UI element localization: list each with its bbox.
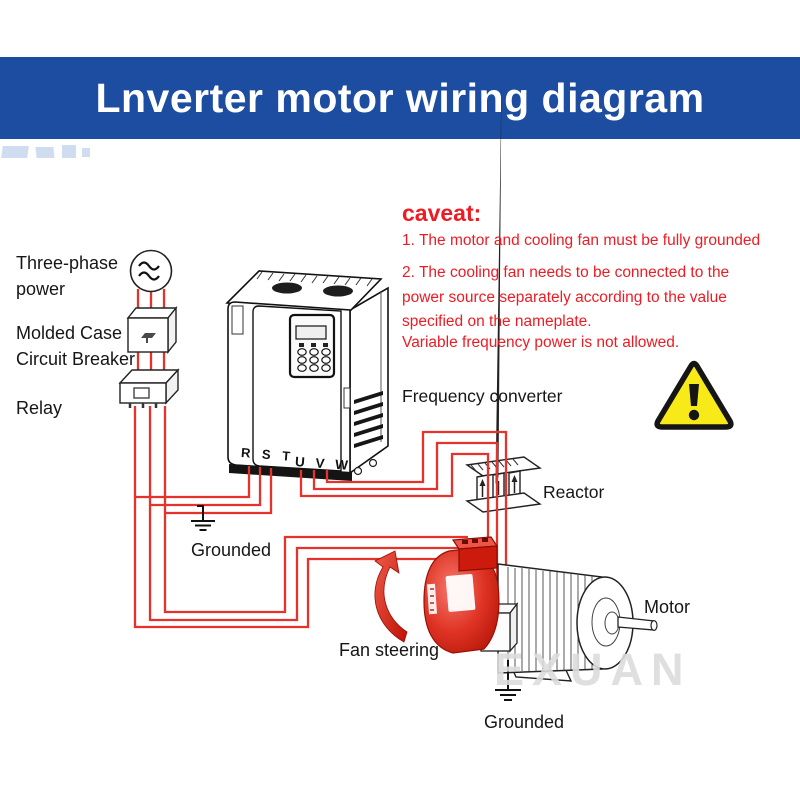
caveat-line-5: Variable frequency power is not allowed. — [402, 334, 680, 351]
cooling-fan-drawing — [423, 536, 500, 654]
page-title: Lnverter motor wiring diagram — [95, 74, 705, 121]
warning-icon — [654, 360, 734, 430]
keypad-panel — [288, 313, 336, 379]
caveat-line-2: 2. The cooling fan needs to be connected… — [402, 264, 730, 281]
caveat-line-4: specified on the nameplate. — [402, 313, 592, 330]
frequency-converter-drawing — [225, 270, 389, 481]
ground-icon-left — [191, 505, 215, 531]
label-circuit-breaker: Molded Case Circuit Breaker — [16, 323, 136, 369]
label-grounded-right: Grounded — [484, 712, 565, 732]
relay-output-wires — [133, 406, 470, 629]
label-three-phase-power: Three-phase power — [16, 253, 119, 299]
rotation-arrow-icon — [374, 550, 408, 643]
output-motor-wires — [299, 430, 508, 606]
label-grounded-left: Grounded — [191, 540, 272, 560]
ground-icon-right — [495, 660, 521, 701]
caveat-line-3: power source separately according to the… — [402, 289, 727, 306]
circuit-breaker-drawing — [126, 306, 178, 354]
title-banner: Lnverter motor wiring diagram — [0, 57, 800, 139]
label-frequency-converter: Frequency converter — [402, 386, 563, 406]
caveat-heading: caveat: — [402, 200, 482, 226]
three-phase-source-icon — [129, 249, 173, 293]
label-reactor: Reactor — [543, 482, 605, 502]
caveat-line-1: 1. The motor and cooling fan must be ful… — [402, 232, 761, 249]
relay-drawing — [118, 368, 180, 408]
watermark-text: EXUAN — [494, 644, 692, 695]
motor-drawing — [497, 563, 658, 682]
label-fan-steering: Fan steering — [339, 640, 440, 660]
fan-terminal-box — [451, 536, 499, 572]
label-relay: Relay — [16, 398, 63, 418]
label-motor: Motor — [644, 597, 691, 617]
